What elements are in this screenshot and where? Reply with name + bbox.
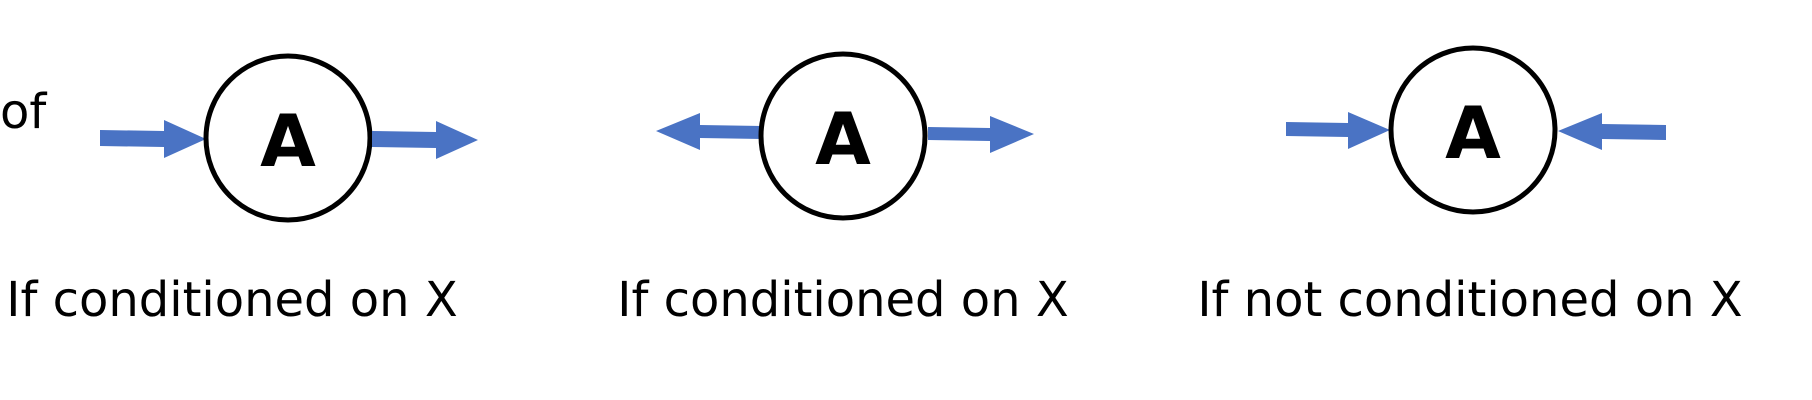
panel-3-node-label: A [1445, 91, 1501, 175]
panel-1-caption: If conditioned on X [6, 272, 457, 328]
panel-2: A If conditioned on X [617, 51, 1069, 328]
panel-1-node-circle [203, 53, 373, 223]
panel-2-node-label: A [815, 97, 871, 181]
panel-3-right-incoming-arrow [1558, 113, 1666, 150]
panel-3: A If not conditioned on X [1197, 45, 1743, 328]
panel-3-left-incoming-arrow [1286, 112, 1390, 149]
truncated-fragment-text: of [0, 84, 47, 140]
panel-2-left-outgoing-arrow [656, 113, 762, 150]
panel-2-right-outgoing-arrow [928, 116, 1034, 153]
panel-1-node-label: A [260, 99, 316, 183]
panel-1: A If conditioned on X [6, 53, 478, 328]
panel-1-incoming-arrow [100, 120, 206, 158]
panel-3-node-circle [1388, 45, 1558, 215]
panel-1-outgoing-arrow [372, 121, 478, 159]
panel-2-node-circle [758, 51, 928, 221]
panel-3-caption: If not conditioned on X [1197, 272, 1742, 328]
panel-2-caption: If conditioned on X [617, 272, 1068, 328]
